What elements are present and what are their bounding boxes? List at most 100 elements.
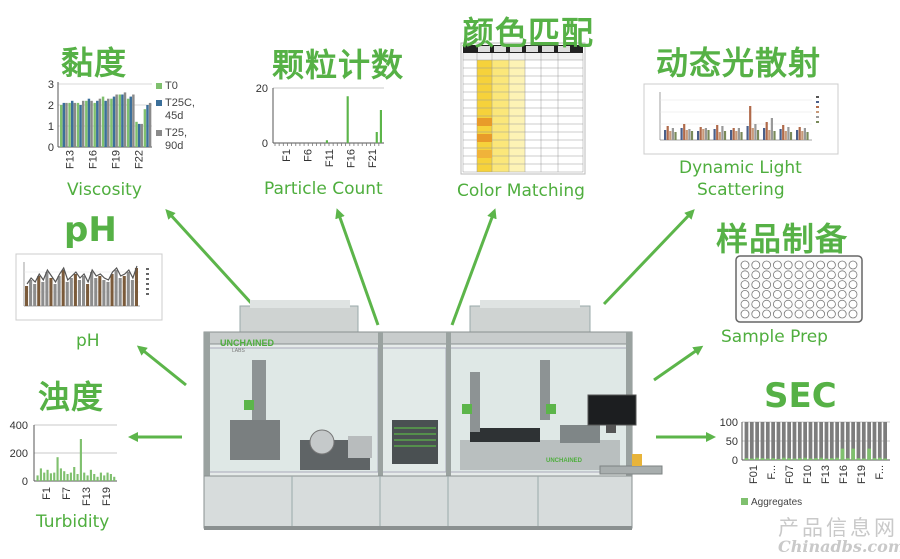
bar [69,472,72,481]
bar [148,102,152,147]
bar [66,474,69,481]
bar [73,467,76,481]
bar [60,105,63,147]
bar [103,475,106,481]
particle-title-cn: 颗粒计数 [272,46,405,84]
dls-title-cn: 动态光散射 [656,44,822,82]
bar-total [835,422,839,460]
bar [83,472,86,481]
bar [121,94,124,147]
bar-aggregates [867,448,871,460]
x-tick-label: F19 [111,150,123,169]
bar [104,100,107,147]
bar [113,476,116,481]
y-tick-label: 0 [22,476,28,488]
bar-total [803,422,807,460]
bar-aggregates [861,458,866,460]
y-tick-label: 50 [726,436,738,448]
bar [118,94,122,147]
bar-total [755,422,759,460]
turbidity-title-en: Turbidity [36,512,110,532]
bar-total [829,422,834,460]
legend-swatch [156,100,162,106]
x-tick-label: F16 [346,149,358,168]
x-tick-label: F... [874,465,886,480]
bar [76,102,80,147]
bar [43,472,46,481]
bar [36,475,39,481]
bar [99,472,102,481]
x-tick-label: F13 [820,465,832,484]
bar-aggregates [787,458,791,460]
bar-total [787,422,791,460]
bar-aggregates [819,457,823,460]
bar [90,100,93,147]
bar [325,140,328,143]
arrow-color [450,208,497,326]
x-tick-label: F19 [856,465,868,484]
bar [73,102,77,147]
bar-total [792,422,797,460]
bar [106,472,109,481]
bar-aggregates [760,458,765,460]
viscosity-title-en: Viscosity [67,180,142,200]
bar [112,96,116,147]
bar-aggregates [808,458,813,460]
machine-brand: UNCHAINED [220,338,274,348]
bar [98,98,102,147]
y-tick-label: 3 [48,79,54,91]
bar-total [744,422,749,460]
arrow-particle [335,208,380,326]
legend-item: T0 [156,80,200,93]
bar-total [840,422,845,460]
bar [68,102,71,147]
bar-total [781,422,786,460]
x-tick-label: F07 [784,465,796,484]
bar-total [771,422,775,460]
x-tick-label: F... [766,465,778,480]
bar [56,457,59,481]
bar-aggregates [845,458,850,460]
bar [63,471,66,481]
x-tick-label: F22 [134,150,146,169]
bar [79,105,82,147]
bar [87,98,91,147]
bar [101,96,105,147]
turbidity-title-cn: 浊度 [38,378,105,416]
bar-aggregates [813,458,818,460]
legend-item: T25, 90d [156,127,200,153]
bar [107,98,110,147]
bar-aggregates [776,458,781,460]
bar [96,100,99,147]
y-tick-label: 0 [48,142,54,154]
sec-legend-swatch [741,498,748,505]
bar [146,105,149,147]
bar [126,98,130,147]
dls-title-en-1: Dynamic Light [679,158,802,178]
legend-label: T25, 90d [165,127,188,152]
lab-machine [203,300,663,530]
bar-aggregates [749,458,754,460]
bar-total [808,422,813,460]
bar [346,96,349,143]
bar [70,100,74,147]
ph-title-en: pH [76,331,100,351]
x-tick-label: F10 [802,465,814,484]
x-tick-label: F11 [324,149,336,167]
bar-aggregates [835,457,839,460]
bar-aggregates [856,458,861,460]
bar-total [765,422,770,460]
x-tick-label: F13 [65,150,77,169]
bar-aggregates [840,448,845,460]
bar-total [776,422,781,460]
x-tick-label: F1 [41,487,53,500]
bar-aggregates [797,458,802,460]
bar-aggregates [883,458,887,460]
bar-total [845,422,850,460]
bar-total [856,422,861,460]
bar-aggregates [877,457,882,460]
sample-title-en: Sample Prep [721,327,828,347]
